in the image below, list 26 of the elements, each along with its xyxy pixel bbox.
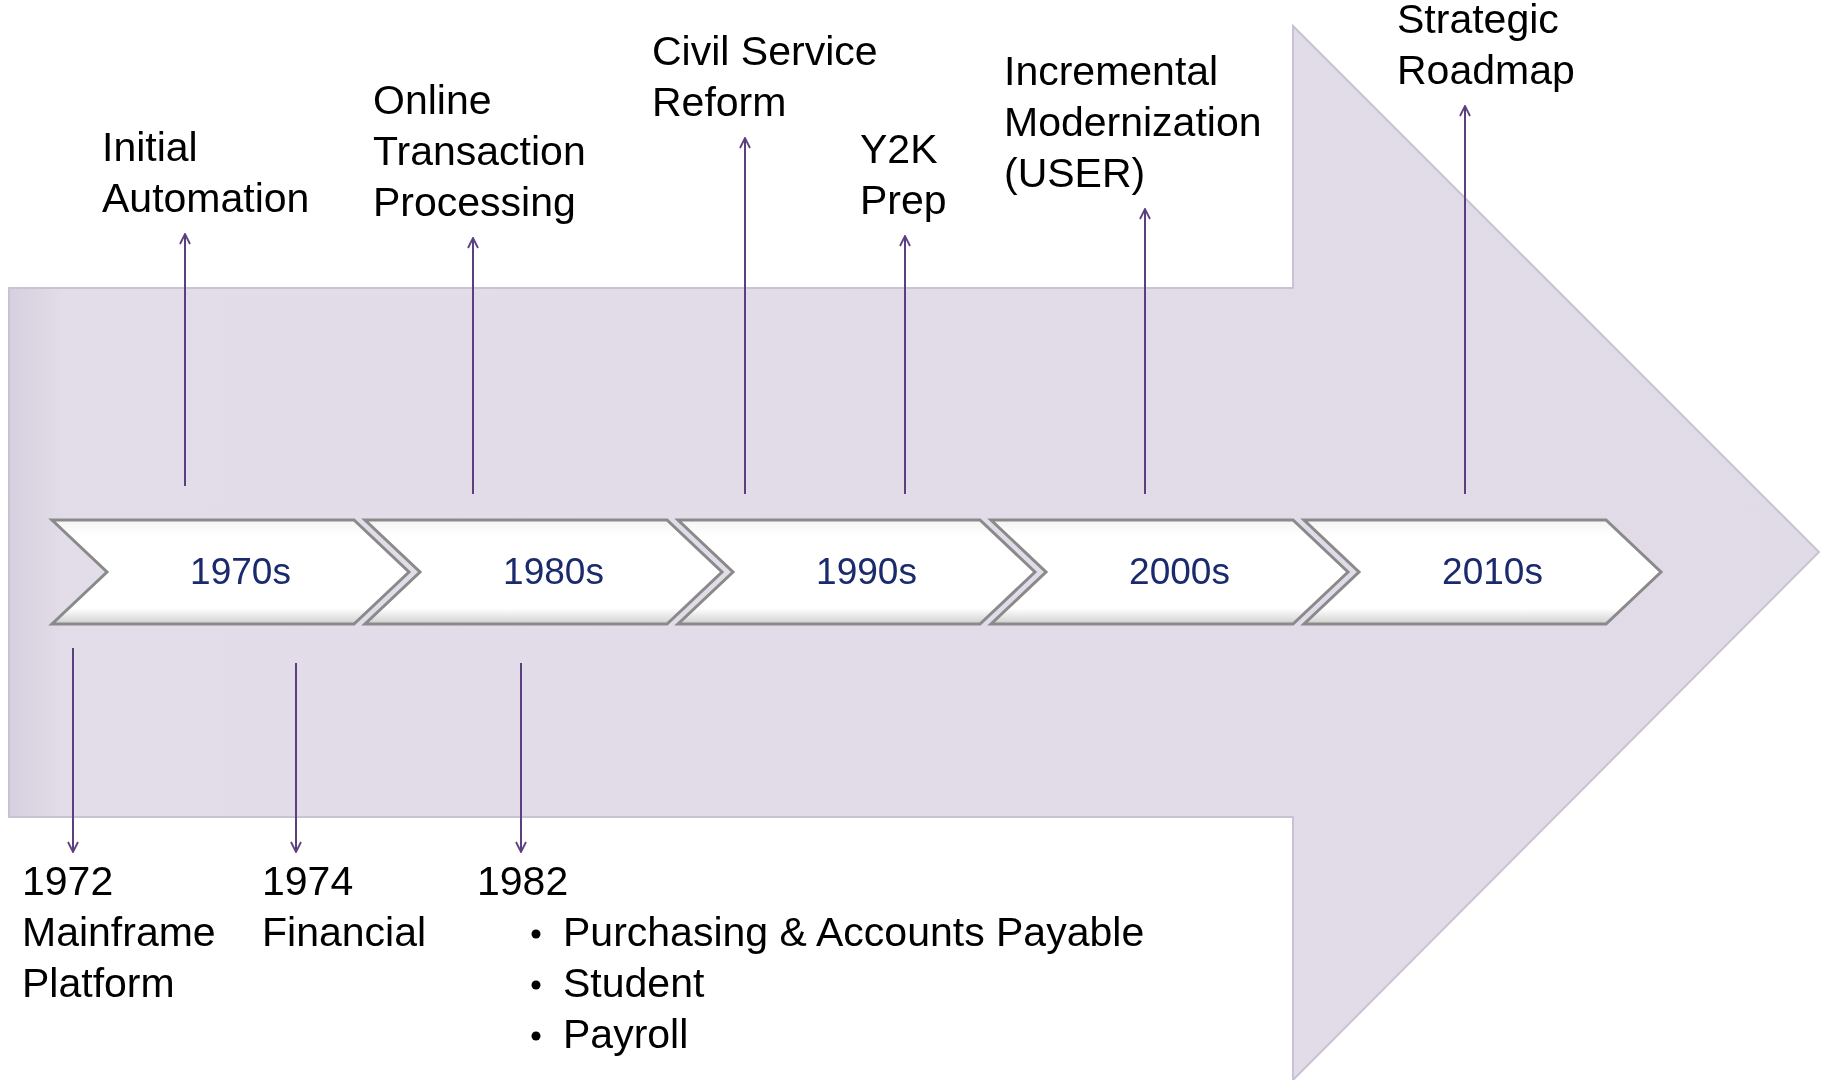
milestone-label: Strategic Roadmap	[1397, 0, 1576, 95]
decade-label: 2010s	[1441, 551, 1543, 593]
arrow	[290, 662, 302, 853]
decade-label: 1990s	[815, 551, 917, 593]
event-label: 1974 Financial	[262, 857, 428, 957]
arrow	[739, 137, 751, 495]
decade-label: 1980s	[502, 551, 604, 593]
event-label: 1972 Mainframe Platform	[22, 857, 217, 1008]
milestone-label: Incremental Modernization (USER)	[1004, 47, 1263, 198]
bullet-item: Payroll	[563, 1011, 689, 1057]
arrow	[1139, 208, 1151, 495]
milestone-label: Civil Service Reform	[652, 27, 879, 127]
arrow	[515, 662, 527, 853]
arrow	[467, 237, 479, 495]
event-label: 1982	[477, 857, 570, 906]
milestone-label: Online Transaction Processing	[373, 76, 587, 227]
decade-label: 1970s	[189, 551, 291, 593]
milestone-label: Y2K Prep	[860, 125, 948, 225]
arrow	[899, 235, 911, 495]
arrow	[67, 647, 79, 853]
decade-label: 2000s	[1128, 551, 1230, 593]
bullet-item: Purchasing & Accounts Payable	[563, 909, 1145, 955]
bullet-item: Student	[563, 960, 705, 1006]
arrow	[179, 233, 191, 487]
milestone-label: Initial Automation	[102, 123, 311, 223]
arrow	[1459, 105, 1471, 495]
